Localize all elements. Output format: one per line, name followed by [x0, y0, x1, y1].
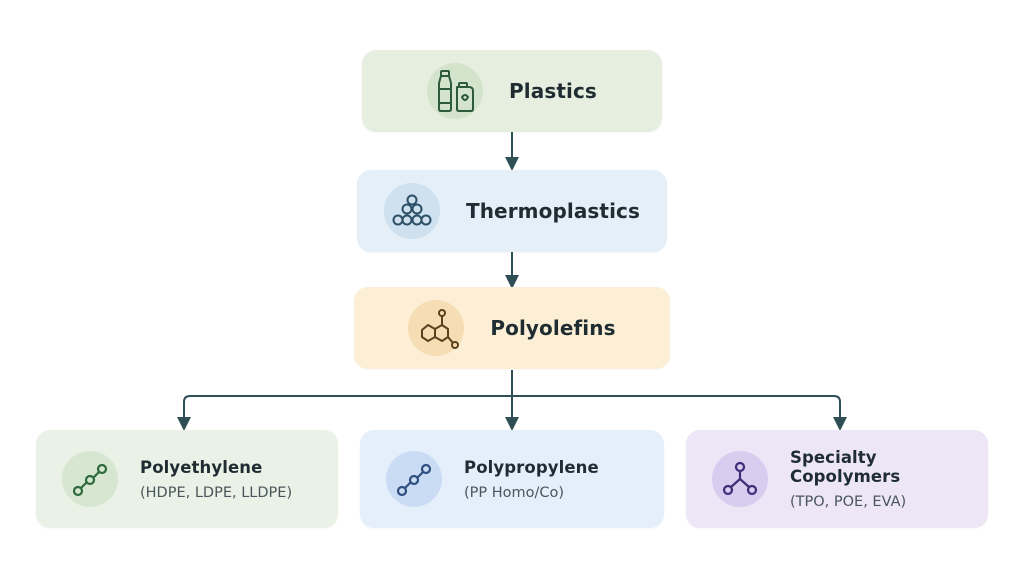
node-polyethylene-subtitle: (HDPE, LDPE, LLDPE)	[140, 484, 293, 501]
node-polyethylene[interactable]: Polyethylene (HDPE, LDPE, LLDPE)	[36, 430, 338, 528]
copolymers-text: Specialty Copolymers (TPO, POE, EVA)	[790, 448, 988, 510]
node-polypropylene-subtitle: (PP Homo/Co)	[464, 484, 565, 501]
polypropylene-text: Polypropylene (PP Homo/Co)	[464, 458, 599, 501]
polyolefins-icon-badge	[408, 300, 465, 356]
polyethylene-text: Polyethylene (HDPE, LDPE, LLDPE)	[140, 458, 292, 501]
node-specialty-copolymers[interactable]: Specialty Copolymers (TPO, POE, EVA)	[686, 430, 988, 528]
node-copolymers-subtitle: (TPO, POE, EVA)	[790, 494, 907, 510]
node-polyethylene-title: Polyethylene	[140, 457, 263, 477]
branched-molecule-icon	[722, 461, 758, 496]
pellets-icon	[392, 194, 432, 226]
node-polyolefins[interactable]: Polyolefins	[354, 287, 670, 369]
node-polypropylene[interactable]: Polypropylene (PP Homo/Co)	[360, 430, 664, 528]
node-plastics[interactable]: Plastics	[362, 50, 662, 132]
plastics-icon-badge	[427, 63, 484, 119]
bottles-icon	[438, 70, 475, 112]
chain-icon	[396, 463, 432, 497]
branch-horizontal-line	[183, 395, 841, 424]
chain-icon	[72, 463, 108, 497]
copolymers-icon-badge	[712, 451, 768, 507]
node-copolymers-title: Specialty Copolymers	[790, 448, 901, 486]
thermoplastics-icon-badge	[383, 183, 440, 239]
molecule-ring-icon	[421, 309, 460, 349]
node-polyolefins-title: Polyolefins	[490, 316, 616, 340]
node-thermoplastics-title: Thermoplastics	[465, 199, 641, 223]
polyethylene-icon-badge	[62, 451, 118, 507]
node-plastics-title: Plastics	[509, 79, 597, 103]
node-polypropylene-title: Polypropylene	[464, 457, 599, 477]
polypropylene-icon-badge	[386, 451, 442, 507]
node-thermoplastics[interactable]: Thermoplastics	[357, 170, 667, 252]
